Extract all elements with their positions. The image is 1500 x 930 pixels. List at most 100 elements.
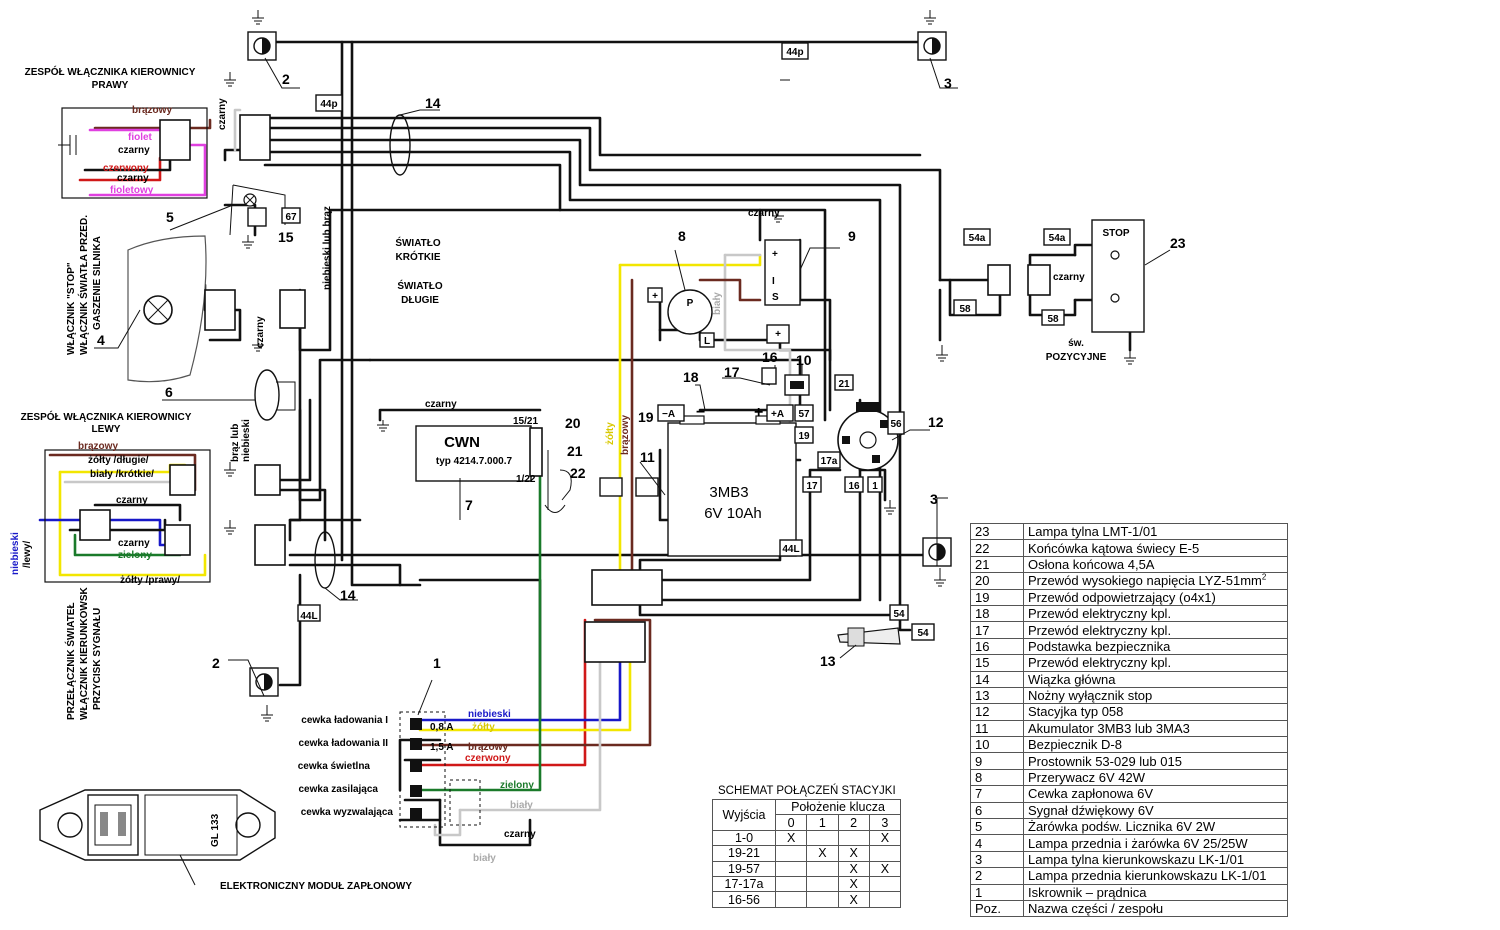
left-switch-title: ZESPÓŁ WŁĄCZNIKA KIEROWNICY	[21, 410, 192, 423]
diagram-labels: ZESPÓŁ WŁĄCZNIKA KIEROWNICY PRAWY ZESPÓŁ…	[10, 47, 1186, 892]
mark-cell: X	[837, 875, 870, 893]
rectifier-plus-label: +	[775, 329, 781, 340]
tag-44L: 44L	[782, 544, 799, 555]
part-name-cell: Lampa przednia kierunkowskazu LK-1/01	[1023, 867, 1288, 885]
callout-19: 19	[638, 409, 654, 425]
callout-3: 3	[944, 75, 952, 91]
part-number-cell: 4	[970, 834, 1024, 852]
battery-minus-a: −A	[662, 409, 675, 420]
part-number-cell: 8	[970, 768, 1024, 787]
part-name-cell: Przerywacz 6V 42W	[1023, 768, 1288, 787]
tag-54: 54	[893, 609, 905, 620]
mark-cell	[774, 845, 808, 862]
part-name-cell: Przewód wysokiego napięcia LYZ-51mm2	[1023, 572, 1288, 590]
breaker-l-label: L	[704, 336, 710, 347]
part-name-cell: Cewka zapłonowa 6V	[1023, 785, 1288, 803]
mark-cell	[774, 875, 808, 893]
coil-trigger-label: cewka wyzwalająca	[301, 807, 394, 818]
front-light-switch-label: WŁĄCZNIK ŚWIATŁA PRZED.	[77, 215, 90, 355]
table-row: 17-17a X	[712, 875, 902, 893]
callout-9: 9	[848, 228, 856, 244]
wire-label: biały	[510, 800, 533, 811]
output-cell: 16-56	[712, 891, 776, 908]
part-number-cell: 6	[970, 801, 1024, 820]
callout-5: 5	[166, 209, 174, 225]
output-cell: 19-57	[712, 860, 776, 877]
mark-cell	[868, 875, 902, 893]
outputs-header: Wyjścia	[712, 799, 776, 831]
output-cell: 19-21	[712, 845, 776, 862]
part-number-cell: 1	[970, 883, 1024, 901]
part-number-cell: 16	[970, 637, 1024, 656]
tag-56: 56	[890, 419, 902, 430]
breaker-plus-label: +	[652, 291, 658, 302]
wire-label: czerwony	[103, 163, 149, 174]
position-header: 3	[868, 814, 902, 831]
right-switch-title: ZESPÓŁ WŁĄCZNIKA KIEROWNICY	[25, 65, 196, 78]
tag-44L: 44L	[300, 611, 317, 622]
battery-type: 3MB3	[709, 484, 748, 501]
part-name-cell: Osłona końcowa 4,5A	[1023, 555, 1288, 574]
coil-light-label: cewka świetlna	[298, 761, 371, 772]
cwn-terminal-15: 15/21	[513, 416, 538, 427]
rectifier-plus-terminal: +	[772, 249, 778, 260]
wire-label: brązowy	[78, 441, 118, 452]
part-number-cell: 14	[970, 670, 1024, 688]
wire-label: czarny	[1053, 272, 1085, 283]
callout-15: 15	[278, 229, 294, 245]
gl133-label: GL 133	[210, 813, 221, 847]
table-row: 19-21 X X	[712, 845, 902, 862]
part-name-cell: Podstawka bezpiecznika	[1023, 637, 1288, 656]
table-row: 16-56 X	[712, 891, 902, 908]
tag-58: 58	[1047, 314, 1059, 325]
callout-6: 6	[165, 384, 173, 400]
mark-cell	[806, 875, 839, 893]
cwn-name: CWN	[444, 434, 480, 451]
callout-11: 11	[640, 449, 655, 465]
rectifier-i-terminal: I	[772, 276, 775, 287]
part-name-cell: Wiązka główna	[1023, 670, 1288, 688]
wire-label: żółty /prawy/	[120, 575, 180, 586]
callout-14: 14	[425, 95, 441, 111]
low-beam-label-2: KRÓTKIE	[396, 250, 441, 263]
part-number-cell: 11	[970, 719, 1024, 738]
amp-15-label: 1,5 A	[430, 742, 454, 753]
callout-3: 3	[930, 491, 938, 507]
callout-1: 1	[433, 655, 441, 671]
part-name-cell: Nazwa części / zespołu	[1023, 899, 1288, 918]
coil-charging-2-label: cewka ładowania II	[299, 738, 389, 749]
amp-08-label: 0,8 A	[430, 722, 454, 733]
tag-67: 67	[285, 212, 297, 223]
mark-cell	[806, 860, 839, 877]
position-light-label-2: POZYCYJNE	[1046, 352, 1107, 363]
mark-cell: X	[837, 891, 870, 908]
wire-label: czarny	[118, 538, 150, 549]
tag-58: 58	[959, 304, 971, 315]
ignition-connection-table: Wyjścia Położenie klucza 0 1 2 3 1-0 X X…	[712, 798, 902, 908]
part-name-cell: Lampa tylna LMT-1/01	[1023, 522, 1288, 541]
coil-supply-label: cewka zasilająca	[298, 784, 378, 795]
wire-label: brązowy	[468, 742, 508, 753]
callout-12: 12	[928, 414, 944, 430]
callout-14: 14	[340, 587, 356, 603]
callout-2: 2	[282, 71, 290, 87]
high-beam-label-2: DŁUGIE	[401, 295, 439, 306]
tag-44p: 44p	[320, 99, 337, 110]
mark-cell: X	[774, 829, 808, 847]
wire-label: czarny	[117, 173, 149, 184]
turn-switch-side-label: WŁĄCZNIK KIERUNKOWSK	[79, 586, 90, 720]
part-name-cell: Przewód elektryczny kpl.	[1023, 621, 1288, 639]
